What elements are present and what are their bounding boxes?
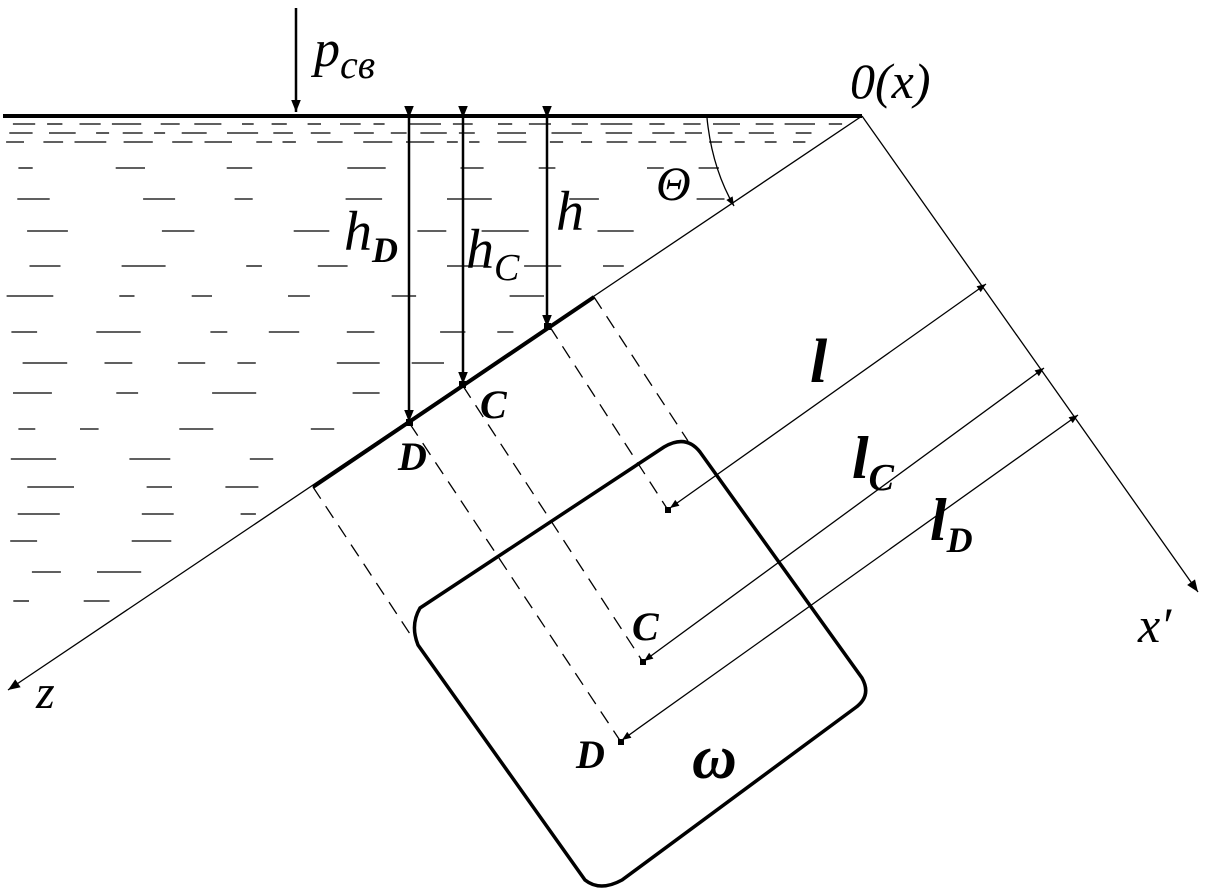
l-label: l — [810, 328, 828, 396]
wall-point-top — [544, 323, 551, 330]
hd-label: hD — [344, 201, 398, 270]
z-axis-label: z — [35, 666, 55, 719]
dim-l-line — [669, 283, 987, 509]
plate-c-label: C — [632, 604, 660, 649]
wall-point-d — [406, 419, 413, 426]
wall-point-c — [459, 381, 466, 388]
pressure-label: pсв — [310, 21, 375, 87]
theta-arc — [706, 117, 735, 207]
origin-label: 0(x) — [850, 53, 931, 109]
lc-label: lC — [852, 425, 895, 499]
projection-lines — [312, 296, 689, 743]
theta-label: Θ — [656, 158, 691, 211]
plate-point-d — [618, 739, 624, 745]
wall-d-label: D — [397, 434, 427, 479]
hc-label: hC — [466, 219, 520, 289]
water-hatching — [6, 123, 843, 602]
dim-lc-line — [643, 367, 1045, 662]
dim-ld-line — [621, 414, 1079, 741]
wall-c-label: C — [480, 382, 508, 427]
omega-label: ω — [692, 724, 737, 792]
plate-edge-line — [311, 295, 596, 489]
h-label: h — [556, 181, 584, 243]
x-prime-axis-label: x′ — [1137, 597, 1172, 653]
ld-label: lD — [930, 487, 973, 560]
x-prime-axis — [861, 115, 1199, 593]
plate-d-label: D — [575, 732, 605, 777]
